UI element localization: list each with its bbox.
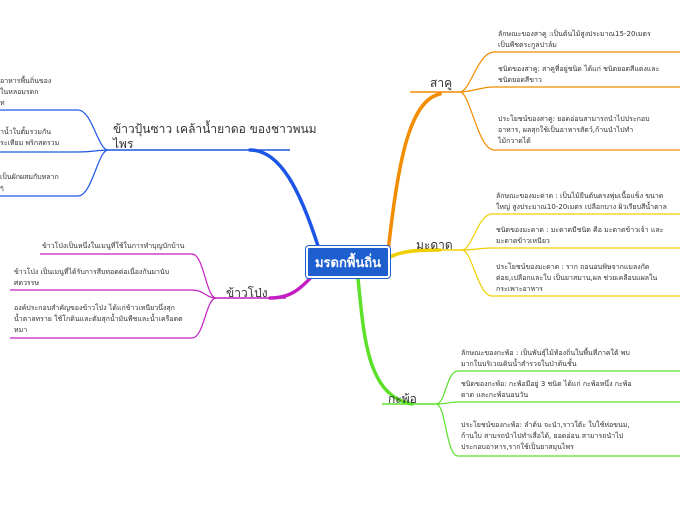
- sub-line-kapho-3: [435, 403, 680, 457]
- sub-line-khaopong-3: [10, 297, 217, 339]
- topic-khaopun-label-line2: ไพร: [113, 137, 134, 151]
- sub-line-khaopun-2: [0, 149, 109, 153]
- note-khaopong-heritage[interactable]: ข้าวโป่ง เป็นเมนูที่ได้รับการสืบทอดต่อเน…: [14, 268, 170, 287]
- topic-kapho[interactable]: กะพ้อ: [388, 390, 417, 409]
- topic-khaopong-label: ข้าวโป่ง: [226, 286, 268, 300]
- note-madad-types[interactable]: ชนิดของมะดาด : มะดาดมีชนิด คือ มะดาดข้าว…: [496, 226, 664, 245]
- topic-saku[interactable]: สาคู: [430, 74, 452, 93]
- note-saku-types[interactable]: ชนิดของสาคู: สาคูที่อยู่ชนิด ได้แก่ ชนิด…: [498, 65, 660, 84]
- branch-line-saku: [386, 92, 442, 254]
- sub-line-khaopun-1: [0, 109, 109, 151]
- topic-saku-label: สาคู: [430, 76, 453, 90]
- note-kapho-types[interactable]: ชนิดของกะพ้อ: กะพ้อมีอยู่ 3 ชนิด ได้แก่ …: [461, 380, 632, 399]
- topic-madad[interactable]: มะดาด: [416, 236, 453, 255]
- sub-line-khaopong-1: [40, 253, 217, 299]
- central-topic-label: มรดกพื้นถิ่น: [314, 255, 382, 271]
- note-khaopong-ceremony[interactable]: ข้าวโป่งเป็นหนึ่งในเมนูที่ใช้ในการทำบุญบ…: [42, 242, 185, 250]
- note-saku-traits[interactable]: ลักษณะของสาคู :เป็นต้นไม้สูงประมาณ15-20เ…: [498, 30, 651, 49]
- note-madad-traits[interactable]: ลักษณะของมะดาด : เป็นไม้ยืนต้นตรงพุ่มเนื…: [496, 192, 667, 211]
- sub-line-madad-1: [461, 213, 680, 251]
- note-saku-uses[interactable]: ประโยชน์ของสาคู: ยอดอ่อนสามารถนำไปประกอบ…: [498, 115, 650, 145]
- topic-khaopun[interactable]: ข้าวปุ้นซาว เคล้าน้ำยาดอ ของชาวพนม ไพร: [113, 122, 317, 152]
- note-madad-uses[interactable]: ประโยชน์ของมะดาด : ราก ถอนอนพิษจากแมลงกั…: [496, 263, 658, 293]
- central-topic[interactable]: มรดกพื้นถิ่น: [306, 246, 390, 278]
- branch-line-kapho: [356, 276, 414, 406]
- sub-line-saku-3: [459, 91, 680, 151]
- sub-line-kapho-1: [435, 370, 680, 405]
- note-khaopun-vegetables[interactable]: เป็นผักผสมกับหลาก ๆ: [0, 173, 59, 192]
- branch-line-khaopun: [248, 148, 320, 248]
- sub-line-khaopun-3: [0, 149, 109, 197]
- note-khaopun-origin[interactable]: อาหารพื้นถิ่นของ ในหลอมรดก ท: [0, 77, 52, 107]
- sub-line-kapho-2: [435, 401, 680, 405]
- sub-line-madad-3: [461, 249, 680, 297]
- note-khaopun-broth[interactable]: ำน้ำใบตั้มรวมกัน ระเทียม พริกสดรวม: [0, 128, 60, 147]
- sub-line-khaopong-2: [10, 289, 217, 299]
- sub-line-saku-1: [459, 51, 680, 93]
- sub-line-saku-2: [459, 86, 680, 93]
- note-kapho-traits[interactable]: ลักษณะของกะพ้อ : เป็นพันธุ์ไม้ท้องถิ่นใน…: [461, 349, 630, 368]
- note-kapho-uses[interactable]: ประโยชน์ของกะพ้อ: ลำต้น จะนำ,ราวใต้ะ ใบใ…: [461, 421, 630, 451]
- sub-line-madad-2: [461, 247, 680, 251]
- note-khaopong-ingredients[interactable]: องค์ประกอบสำคัญของข้าวโป่ง ได้แก่ข้าวเหน…: [14, 304, 183, 334]
- topic-khaopong[interactable]: ข้าวโป่ง: [226, 284, 268, 303]
- topic-khaopun-label-line1: ข้าวปุ้นซาว เคล้าน้ำยาดอ ของชาวพนม: [113, 122, 317, 136]
- topic-madad-label: มะดาด: [416, 238, 453, 252]
- topic-kapho-label: กะพ้อ: [388, 392, 417, 406]
